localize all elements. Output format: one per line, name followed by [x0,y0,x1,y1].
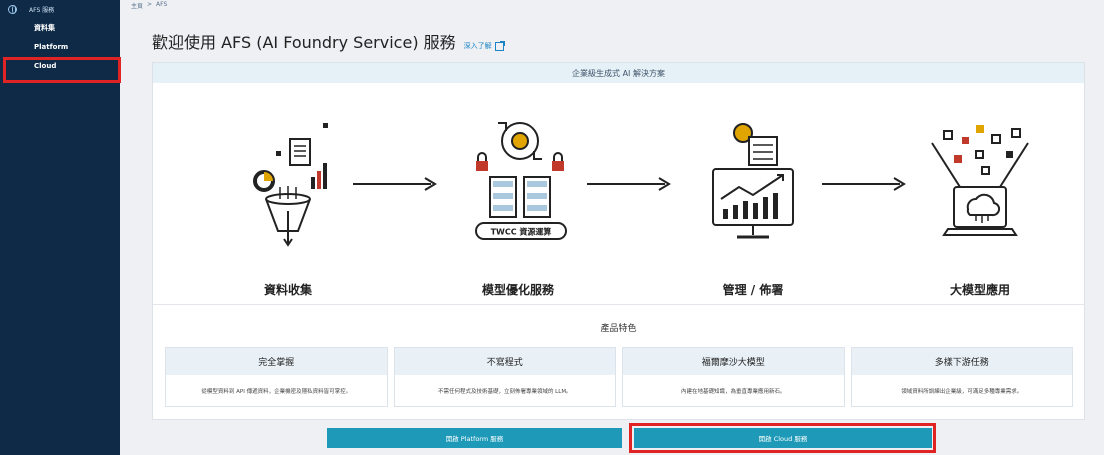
globe-icon [8,4,17,14]
page-title: 歡迎使用 AFS (AI Foundry Service) 服務 深入了解 [152,29,505,53]
breadcrumb: 主頁 > AFS [131,1,167,10]
stage-model-optimization: TWCC 資源運算 模型優化服務 [443,111,593,301]
arrow-icon [587,177,671,191]
features-title: 產品特色 [600,324,637,334]
sidebar-item-dataset[interactable]: 資料集 [34,23,55,32]
sidebar-item-cloud[interactable]: Cloud [0,56,121,83]
feature-title: 完全掌握 [166,348,387,375]
page-title-text: 歡迎使用 AFS (AI Foundry Service) 服務 [152,33,456,52]
sidebar-header[interactable]: AFS 服務 [0,0,120,18]
card-heading: 企業級生成式 AI 解決方案 [153,63,1084,83]
management-deploy-icon [712,123,794,239]
stage-label: 管理 / 佈署 [722,283,784,297]
external-link-icon [494,40,505,51]
open-platform-button[interactable]: 開啟 Platform 服務 [327,428,622,448]
large-model-app-icon [931,125,1029,236]
sidebar: AFS 服務 資料集 Platform Cloud [0,0,121,455]
solution-card: 企業級生成式 AI 解決方案 [152,62,1085,420]
feature-card: 不寫程式 不需任何程式及技術基礎，立刻佈署專業領域的 LLM。 [393,347,616,407]
feature-card: 完全掌握 從模型資料到 API 傳遞資料，企業機密及隱私資料皆可掌控。 [165,347,388,407]
feature-desc: 不需任何程式及技術基礎，立刻佈署專業領域的 LLM。 [437,388,572,395]
feature-card: 福爾摩沙大模型 內建在地基礎知識，為垂直專業應用新石。 [622,347,845,407]
feature-title: 不寫程式 [394,348,615,375]
stage-label: 模型優化服務 [481,283,554,297]
feature-title: 多樣下游任務 [851,348,1072,375]
stage-management-deploy: 管理 / 佈署 [678,111,828,301]
model-optimization-icon: TWCC 資源運算 [475,122,567,240]
learn-more-label: 深入了解 [463,42,492,50]
sidebar-app-name: AFS 服務 [29,6,55,14]
breadcrumb-home[interactable]: 主頁 [131,3,144,10]
feature-desc: 內建在地基礎知識，為垂直專業應用新石。 [680,388,786,395]
features-list: 完全掌握 從模型資料到 API 傳遞資料，企業機密及隱私資料皆可掌控。 不寫程式… [165,347,1073,407]
open-cloud-button[interactable]: 開啟 Cloud 服務 [634,428,932,448]
data-collection-icon [253,123,328,247]
stage-data-collection: 資料收集 [213,111,363,301]
feature-title: 福爾摩沙大模型 [623,348,844,375]
twcc-badge-text: TWCC 資源運算 [491,227,552,237]
flow-diagram: 資料收集 [153,83,1084,305]
stage-label: 資料收集 [263,283,312,297]
breadcrumb-separator: > [147,1,153,8]
feature-card: 多樣下游任務 領域資料所訓練出企業級，可滿足多種專業需求。 [850,347,1073,407]
feature-desc: 從模型資料到 API 傳遞資料，企業機密及隱私資料皆可掌控。 [201,388,352,395]
breadcrumb-current: AFS [156,1,168,8]
feature-desc: 領域資料所訓練出企業級，可滿足多種專業需求。 [901,388,1023,395]
stage-label: 大模型應用 [949,283,1010,297]
arrow-icon [822,177,906,191]
stage-large-model-app: 大模型應用 [905,111,1055,301]
learn-more-link[interactable]: 深入了解 [463,40,505,51]
arrow-icon [353,177,437,191]
sidebar-item-platform[interactable]: Platform [34,42,69,51]
